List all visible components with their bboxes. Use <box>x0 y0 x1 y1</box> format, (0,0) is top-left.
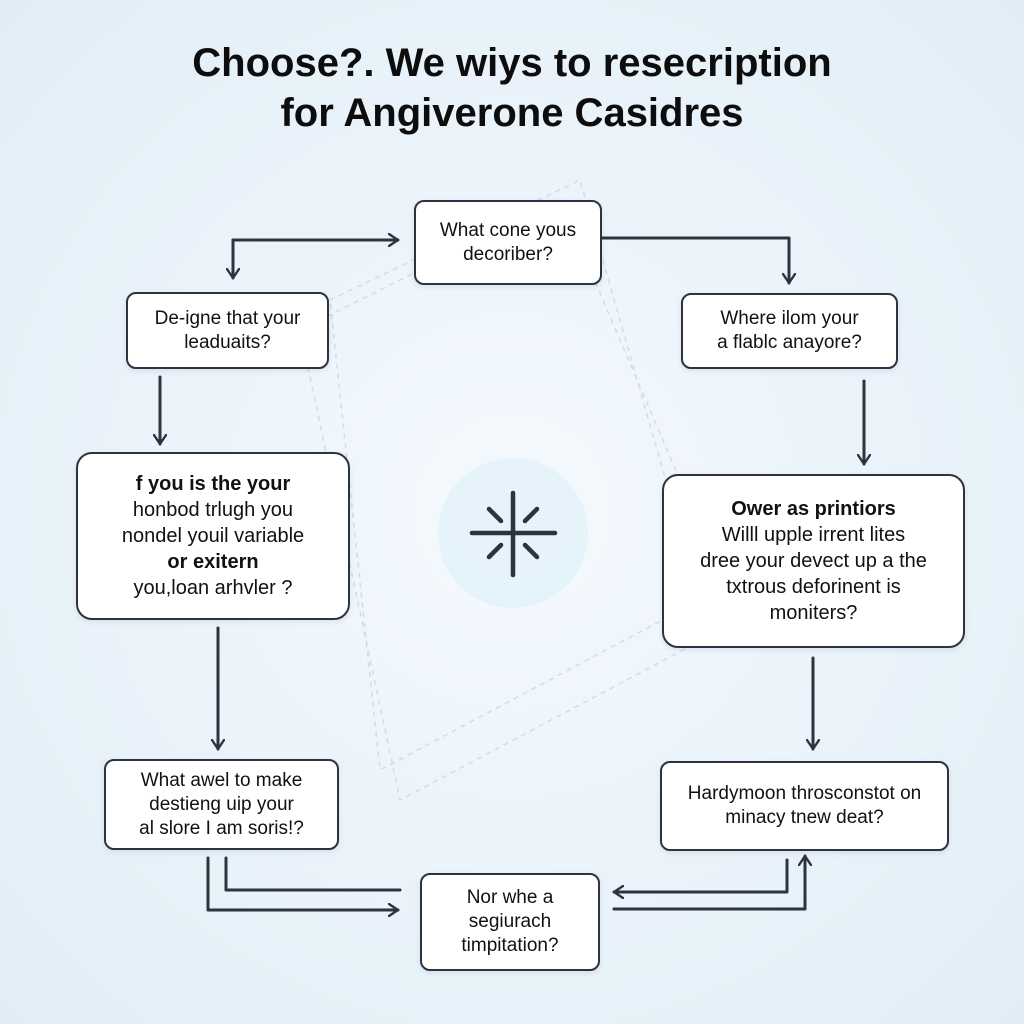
node-text-line: you,loan arhvler ? <box>133 577 293 599</box>
node-text-line: Ower as printiors <box>731 498 896 520</box>
node-text-line: De-igne that your <box>154 307 301 329</box>
diagram-title: Choose?. We wiys to resecription for Ang… <box>0 38 1024 138</box>
title-line-2: for Angiverone Casidres <box>280 91 744 135</box>
arrow-top-to-left-1 <box>233 238 397 280</box>
flow-node-right-3: Hardymoon throsconstot on minacy tnew de… <box>660 761 949 851</box>
node-text-line: Willl upple irrent lites <box>721 524 906 546</box>
flow-node-right-2: Ower as printiors Willl upple irrent lit… <box>662 474 965 648</box>
title-line-1: Choose?. We wiys to resecription <box>192 41 832 85</box>
arrow-right-3-to-bottom <box>612 858 789 892</box>
node-text-line: Where ilom your <box>720 308 859 329</box>
node-text-line: What cone yous <box>439 219 577 241</box>
node-text-line: moniters? <box>769 602 858 624</box>
flow-node-left-1: De-igne that your leaduaits? <box>126 292 329 369</box>
flow-node-left-3: What awel to make destieng uip your al s… <box>104 759 339 850</box>
node-text-line: Nor whe a <box>466 887 554 908</box>
node-text-line: honbod trlugh you <box>132 499 294 521</box>
node-text-line: leaduaits? <box>184 331 271 353</box>
node-text-line: txtrous deforinent is <box>726 576 901 598</box>
node-text-line: Hardymoon throsconstot on <box>687 783 922 804</box>
node-text-line: destieng uip your <box>149 793 294 815</box>
arrow-top-to-right-1 <box>600 236 789 285</box>
sparkle-burst-icon <box>469 490 558 578</box>
node-text-line: dree your devect up a the <box>700 550 927 572</box>
arrow-top-return-tick <box>231 240 400 252</box>
arrow-bottom-to-right-3 <box>612 854 805 911</box>
node-text-line: f you is the your <box>135 473 291 495</box>
flow-node-top: What cone yous decoriber? <box>414 200 602 285</box>
flow-node-right-1: Where ilom your a flablc anayore? <box>681 293 898 369</box>
flow-node-left-2: f you is the your honbod trlugh you nond… <box>76 452 350 620</box>
node-text-line: timpitation? <box>461 935 559 956</box>
node-text-line: al slore I am soris!? <box>139 817 304 839</box>
node-text-line: nondel youil variable <box>121 525 305 547</box>
node-text-line: minacy tnew deat? <box>725 807 884 828</box>
arrow-left-3-to-bottom-inner <box>224 856 402 892</box>
flow-node-bottom: Nor whe a segiurach timpitation? <box>420 873 600 971</box>
node-text-line: segiurach <box>468 911 552 932</box>
node-text-line: What awel to make <box>140 769 303 791</box>
node-text-line: or exitern <box>167 551 259 573</box>
node-text-line: decoriber? <box>463 243 553 265</box>
arrow-left-3-to-bottom-outer <box>206 856 400 910</box>
node-text-line: a flablc anayore? <box>717 332 862 353</box>
